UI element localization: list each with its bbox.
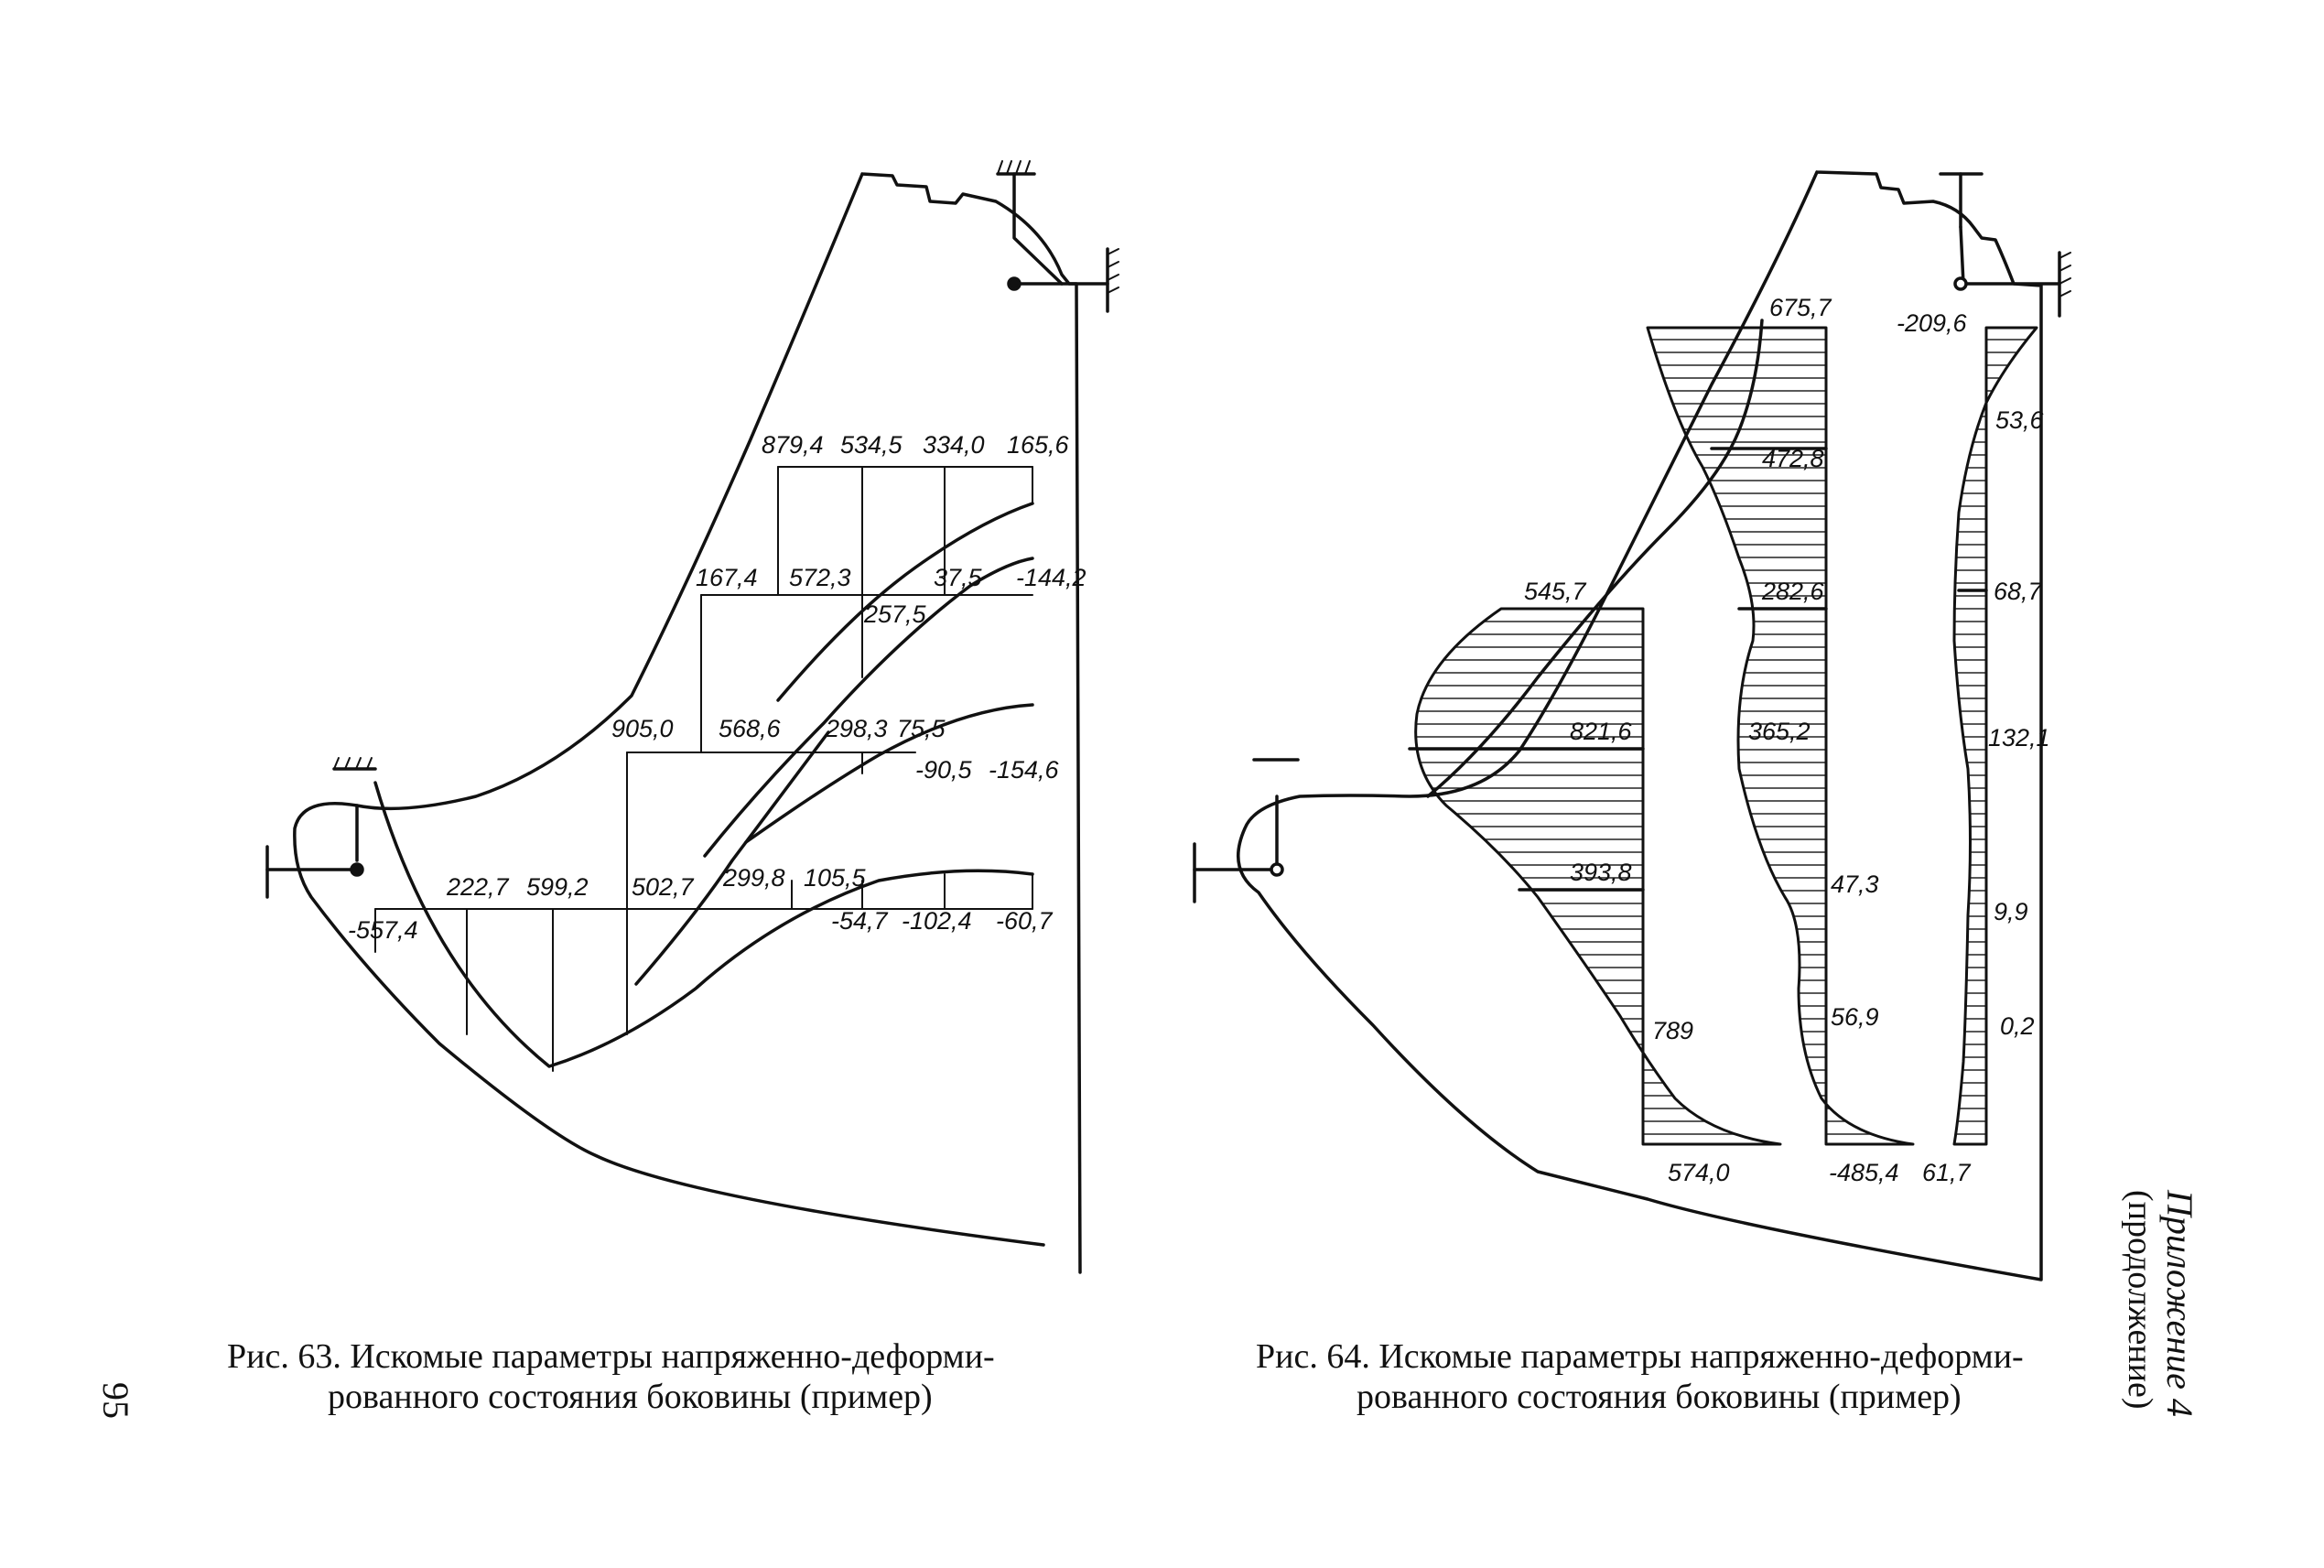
fig63-label: 298,3 <box>825 715 888 742</box>
appendix-subtitle: (продолжение) <box>2121 1190 2159 1410</box>
fig63-label: 599,2 <box>526 873 589 901</box>
fig63-label: 502,7 <box>632 873 695 901</box>
fig64-diagram-middle <box>1646 326 1915 1146</box>
fig64-label: 282,6 <box>1761 578 1825 605</box>
fig64-label: 365,2 <box>1748 718 1811 745</box>
fig63-grid <box>374 466 1033 1072</box>
figure-64-caption-line2: рованного состояния боковины (пример) <box>1357 1378 1962 1416</box>
fig64-label: -209,6 <box>1897 309 1968 337</box>
figure-64-caption-line1: Рис. 64. Искомые параметры напряженно-де… <box>1256 1337 2024 1376</box>
fig64-diagram-left <box>1414 607 1782 1146</box>
fig63-label: -557,4 <box>348 916 418 944</box>
fig64-label: 56,9 <box>1831 1003 1879 1031</box>
fig63-label: -54,7 <box>831 907 889 935</box>
fig63-labels: 879,4 534,5 334,0 165,6 167,4 572,3 37,5… <box>348 431 1086 944</box>
fig63-label: 334,0 <box>923 431 985 459</box>
fig63-label: 879,4 <box>762 431 824 459</box>
fig64-label: 574,0 <box>1668 1159 1730 1186</box>
fig63-label: 165,6 <box>1007 431 1070 459</box>
fig64-label: 61,7 <box>1922 1159 1972 1186</box>
fig64-labels: 545,7 821,6 393,8 789 574,0 675,7 472,8 … <box>1524 294 2050 1186</box>
fig63-label: -102,4 <box>902 907 972 935</box>
fig64-label: 53,6 <box>1995 406 2045 434</box>
fig64-label: 789 <box>1652 1017 1693 1044</box>
fig64-diag-line <box>1426 319 1764 798</box>
fig64-label: 47,3 <box>1831 871 1879 898</box>
fig63-label: 167,4 <box>696 564 758 591</box>
fig63-label: 905,0 <box>611 715 674 742</box>
fig63-label: 572,3 <box>789 564 851 591</box>
fig63-curve-1 <box>776 502 1034 702</box>
fig63-top-support <box>1012 172 1064 286</box>
fig64-label: 393,8 <box>1570 859 1632 886</box>
fig63-label: 105,5 <box>804 864 867 892</box>
fig64-diagram-right <box>1952 326 2038 1146</box>
fig63-curve-bottom <box>373 781 1034 1068</box>
fig63-curve-diag <box>634 730 830 986</box>
fig63-label: -90,5 <box>915 756 973 784</box>
appendix-title: Приложение 4 <box>2159 1190 2200 1417</box>
fig64-label: 9,9 <box>1994 898 2028 925</box>
figure-63-caption-line2: рованного состояния боковины (пример) <box>328 1378 933 1416</box>
fig63-label: 222,7 <box>446 873 510 901</box>
figure-64 <box>1193 170 2071 1281</box>
fig64-label: 132,1 <box>1988 724 2050 752</box>
fig63-label: 75,5 <box>897 715 946 742</box>
fig63-label: 37,5 <box>934 564 983 591</box>
figure-63-caption-line1: Рис. 63. Искомые параметры напряженно-де… <box>227 1337 995 1376</box>
fig64-label: 68,7 <box>1994 578 2043 605</box>
fig63-label: -60,7 <box>996 907 1054 935</box>
page-number: 95 <box>95 1382 136 1419</box>
fig63-label: 534,5 <box>840 431 903 459</box>
fig63-curve-3 <box>744 703 1034 844</box>
fig64-label: 0,2 <box>2000 1012 2035 1040</box>
fig63-label: 568,6 <box>719 715 782 742</box>
fig64-label: -485,4 <box>1829 1159 1899 1186</box>
fig64-label: 545,7 <box>1524 578 1587 605</box>
fig63-sidewall-outline <box>293 172 1082 1274</box>
fig64-label: 821,6 <box>1570 718 1633 745</box>
fig63-label: -144,2 <box>1016 564 1086 591</box>
fig64-label: 675,7 <box>1769 294 1832 321</box>
figure-64-caption: Рис. 64. Искомые параметры напряженно-де… <box>1256 1336 2024 1417</box>
figure-63 <box>265 160 1119 1274</box>
figure-63-caption: Рис. 63. Искомые параметры напряженно-де… <box>227 1336 995 1417</box>
fig63-label: 299,8 <box>722 864 785 892</box>
fig64-label: 472,8 <box>1762 445 1824 472</box>
fig63-label: 257,5 <box>863 600 927 628</box>
fig63-curve-2 <box>703 557 1034 858</box>
fig64-sidewall-outline <box>1237 170 2043 1281</box>
fig63-label: -154,6 <box>989 756 1060 784</box>
